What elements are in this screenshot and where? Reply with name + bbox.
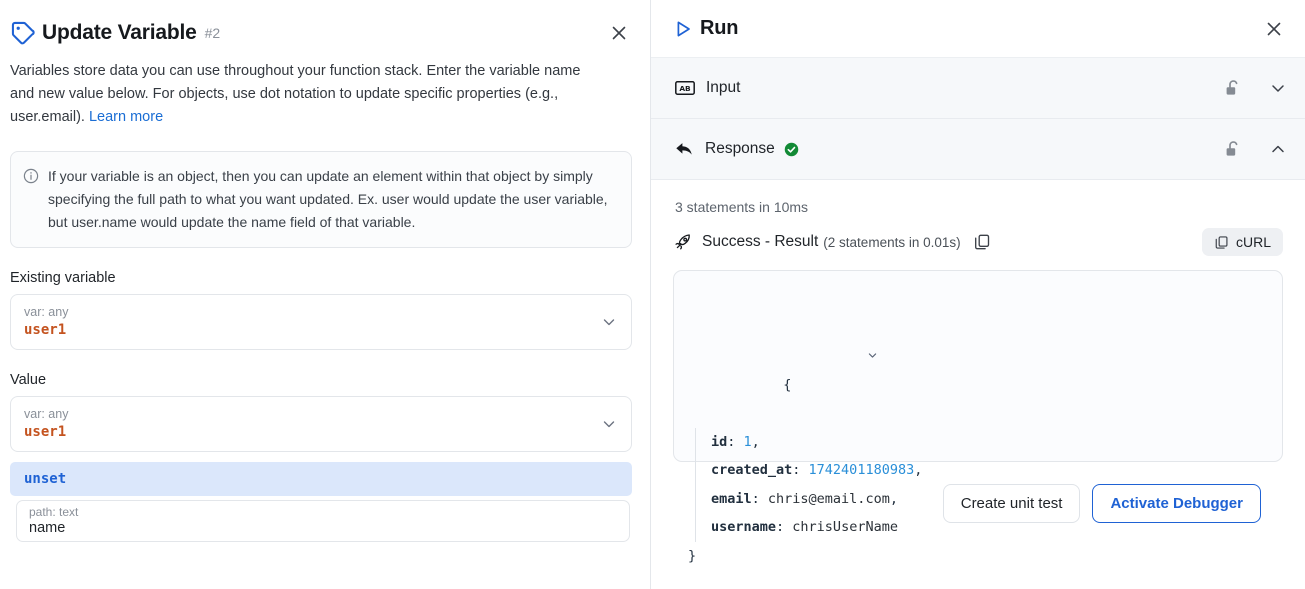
json-comma: , — [889, 490, 898, 507]
statements-summary: 3 statements in 10ms — [675, 199, 809, 215]
json-entry: username: chrisUserName — [711, 519, 898, 535]
json-value: chris@email.com — [767, 490, 890, 507]
svg-text:AB: AB — [679, 84, 691, 93]
json-open-line[interactable]: { — [688, 285, 1266, 428]
chevron-down-icon[interactable] — [1269, 79, 1287, 97]
path-type-hint: path: text — [29, 504, 79, 519]
json-close-brace: } — [688, 547, 697, 564]
existing-variable-select[interactable]: var: any user1 — [10, 294, 632, 350]
reply-arrow-icon — [675, 141, 694, 158]
learn-more-link[interactable]: Learn more — [88, 109, 164, 125]
info-icon — [23, 168, 39, 184]
result-status: Success - Result — [702, 233, 819, 250]
input-section-header[interactable]: AB Input — [651, 58, 1305, 119]
info-text: If your variable is an object, then you … — [48, 168, 608, 230]
close-button-left[interactable] — [606, 20, 632, 46]
response-section-header[interactable]: Response — [651, 119, 1305, 180]
json-comma: , — [914, 462, 923, 478]
tag-icon — [10, 20, 36, 46]
json-result-viewer: { id: 1, created_at: 1742401180983, emai… — [673, 270, 1283, 564]
value-select[interactable]: var: any user1 — [10, 396, 632, 452]
action-buttons: Create unit test Activate Debugger — [673, 462, 1283, 523]
existing-variable-label: Existing variable — [10, 270, 116, 286]
ab-badge-icon: AB — [675, 81, 695, 95]
check-circle-icon — [784, 142, 799, 157]
play-icon — [673, 19, 693, 39]
path-input[interactable]: path: text name — [16, 500, 630, 542]
response-label: Response — [705, 140, 775, 157]
step-number: #2 — [204, 25, 221, 41]
json-entries: id: 1, created_at: 1742401180983, email:… — [695, 427, 1266, 542]
json-close-line: } — [688, 542, 1266, 571]
chevron-down-icon[interactable] — [769, 314, 877, 400]
value-type-hint: var: any — [24, 407, 69, 421]
page-title: Update Variable — [42, 21, 197, 44]
close-button-right[interactable] — [1261, 16, 1287, 42]
json-entry: created_at: 1742401180983, — [711, 462, 923, 478]
existing-variable-value: user1 — [24, 322, 67, 338]
rocket-icon — [673, 233, 692, 252]
unlock-icon[interactable] — [1225, 79, 1242, 97]
path-value: name — [29, 519, 66, 536]
create-unit-test-button[interactable]: Create unit test — [942, 484, 1081, 523]
panel-header: Update Variable #2 — [0, 0, 650, 56]
json-entry: email: chris@email.com, — [711, 490, 898, 507]
result-header: Success - Result (2 statements in 0.01s) — [673, 228, 1283, 256]
copy-icon[interactable] — [973, 233, 991, 251]
existing-variable-type-hint: var: any — [24, 305, 69, 319]
result-detail: (2 statements in 0.01s) — [823, 234, 961, 250]
json-comma: , — [751, 433, 760, 450]
json-key: username — [711, 519, 777, 535]
curl-label: cURL — [1235, 234, 1271, 250]
chevron-down-icon[interactable] — [601, 314, 617, 330]
panel-description: Variables store data you can use through… — [0, 56, 625, 129]
json-value: 1 — [743, 433, 752, 450]
copy-icon — [1214, 235, 1229, 250]
unset-label: unset — [24, 471, 67, 487]
info-callout: If your variable is an object, then you … — [10, 151, 632, 248]
activate-debugger-button[interactable]: Activate Debugger — [1092, 484, 1261, 523]
json-open-brace: { — [783, 376, 792, 393]
description-text: Variables store data you can use through… — [10, 63, 581, 125]
json-key: id — [711, 433, 728, 450]
unlock-icon[interactable] — [1225, 140, 1242, 158]
input-label: Input — [706, 79, 741, 96]
json-value: 1742401180983 — [808, 462, 915, 478]
unset-chip[interactable]: unset — [10, 462, 632, 496]
json-entry: id: 1, — [711, 433, 760, 450]
run-header: Run — [651, 0, 1305, 58]
value-variable-value: user1 — [24, 424, 67, 440]
response-body: 3 statements in 10ms Success - Result (2… — [651, 180, 1305, 564]
json-value: chrisUserName — [792, 519, 898, 535]
value-label: Value — [10, 372, 47, 388]
run-panel: Run AB Input — [651, 0, 1305, 589]
json-key: created_at — [711, 462, 793, 478]
run-title: Run — [700, 17, 739, 39]
update-variable-panel: Update Variable #2 Variables store data … — [0, 0, 651, 589]
chevron-down-icon[interactable] — [601, 416, 617, 432]
curl-button[interactable]: cURL — [1201, 228, 1283, 256]
json-key: email — [711, 490, 752, 507]
chevron-up-icon[interactable] — [1269, 140, 1287, 158]
